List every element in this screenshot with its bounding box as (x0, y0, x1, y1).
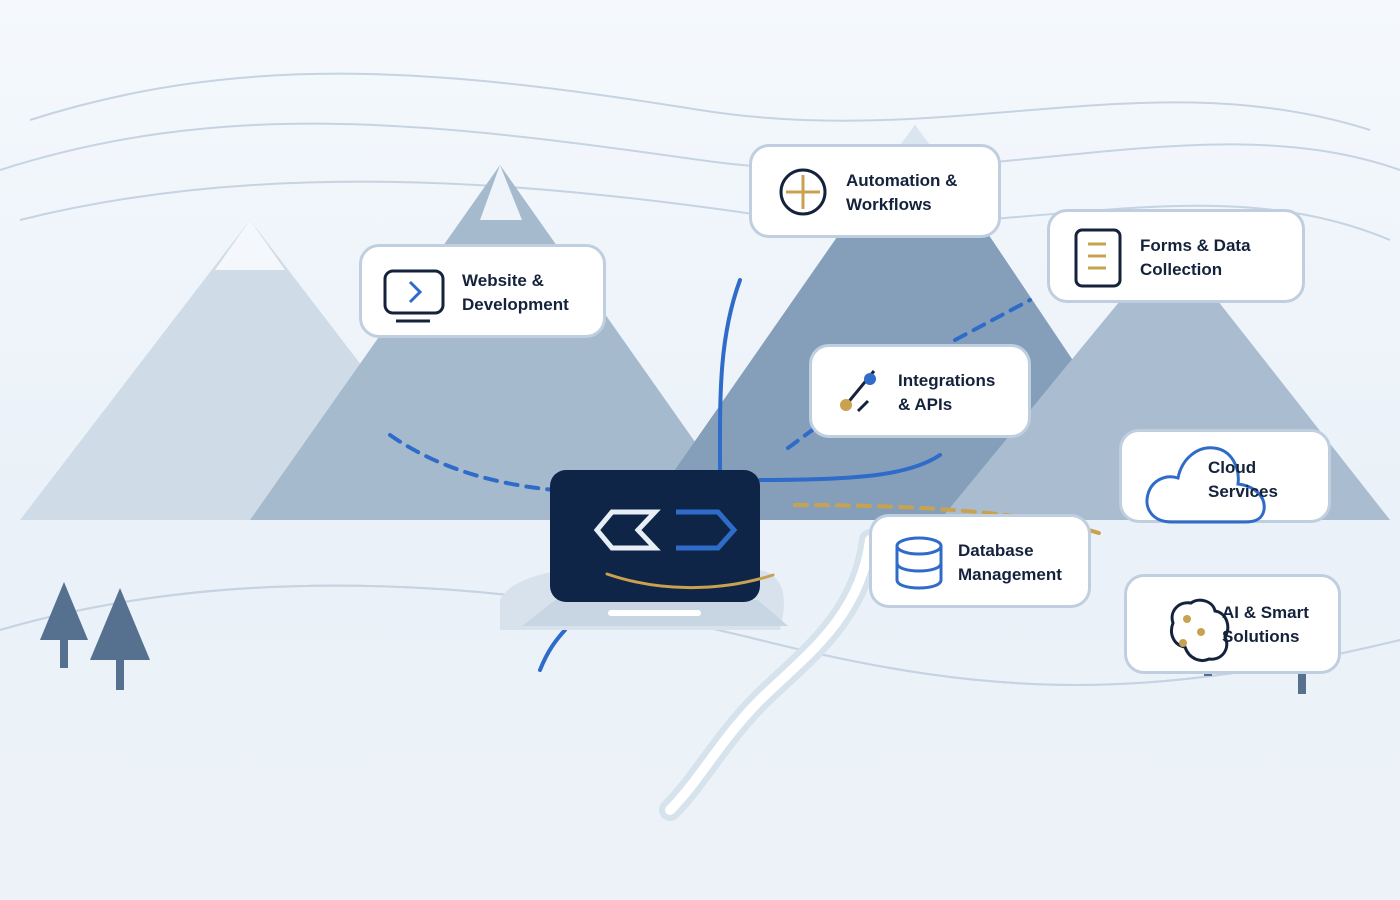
card-integrations-apis[interactable]: Integrations & APIs (809, 344, 1031, 438)
crosshair-plus-icon (779, 168, 827, 216)
central-laptop (500, 470, 788, 630)
connector-automation (717, 278, 742, 482)
form-document-icon (1074, 228, 1122, 288)
mountains (20, 125, 1390, 520)
connector-forms (953, 298, 1032, 342)
card-cloud-label: Cloud Services (1208, 458, 1278, 501)
connector-integrations (786, 426, 817, 450)
card-automation-label: Automation & Workflows (846, 171, 958, 214)
code-brackets-logo-icon (593, 509, 738, 551)
plug-connector-icon (840, 370, 876, 413)
ground-wave (0, 584, 1400, 686)
card-forms-data[interactable]: Forms & Data Collection (1047, 209, 1305, 303)
trees (40, 582, 1306, 694)
card-database-management[interactable]: Database Management (869, 514, 1091, 608)
connector-cloud (758, 453, 942, 482)
snowcap-center-right (900, 125, 930, 145)
card-integrations-label: Integrations & APIs (898, 371, 996, 414)
card-website-label: Website & Development (462, 271, 569, 314)
connector-bottom (538, 628, 567, 672)
snowcap-center-left (480, 165, 522, 220)
card-cloud-services[interactable]: Cloud Services (1119, 429, 1331, 524)
card-automation-workflows[interactable]: Automation & Workflows (749, 144, 1001, 238)
winding-road (659, 529, 881, 821)
connection-lines (388, 278, 1107, 672)
card-database-label: Database Management (958, 541, 1062, 584)
monitor-code-icon (383, 269, 445, 323)
laptop-screen (550, 470, 760, 602)
card-ai-label: AI & Smart Solutions (1222, 603, 1309, 646)
snowcap-left (215, 220, 285, 270)
card-website-development[interactable]: Website & Development (359, 244, 606, 338)
cloud-icon (1145, 446, 1266, 524)
card-ai-smart-solutions[interactable]: AI & Smart Solutions (1124, 574, 1341, 674)
card-forms-label: Forms & Data Collection (1140, 236, 1251, 279)
mountain-center-left (250, 165, 750, 520)
database-icon (895, 536, 943, 590)
connector-website (388, 433, 557, 492)
smile-curve (605, 572, 775, 590)
brain-icon (1170, 598, 1230, 662)
